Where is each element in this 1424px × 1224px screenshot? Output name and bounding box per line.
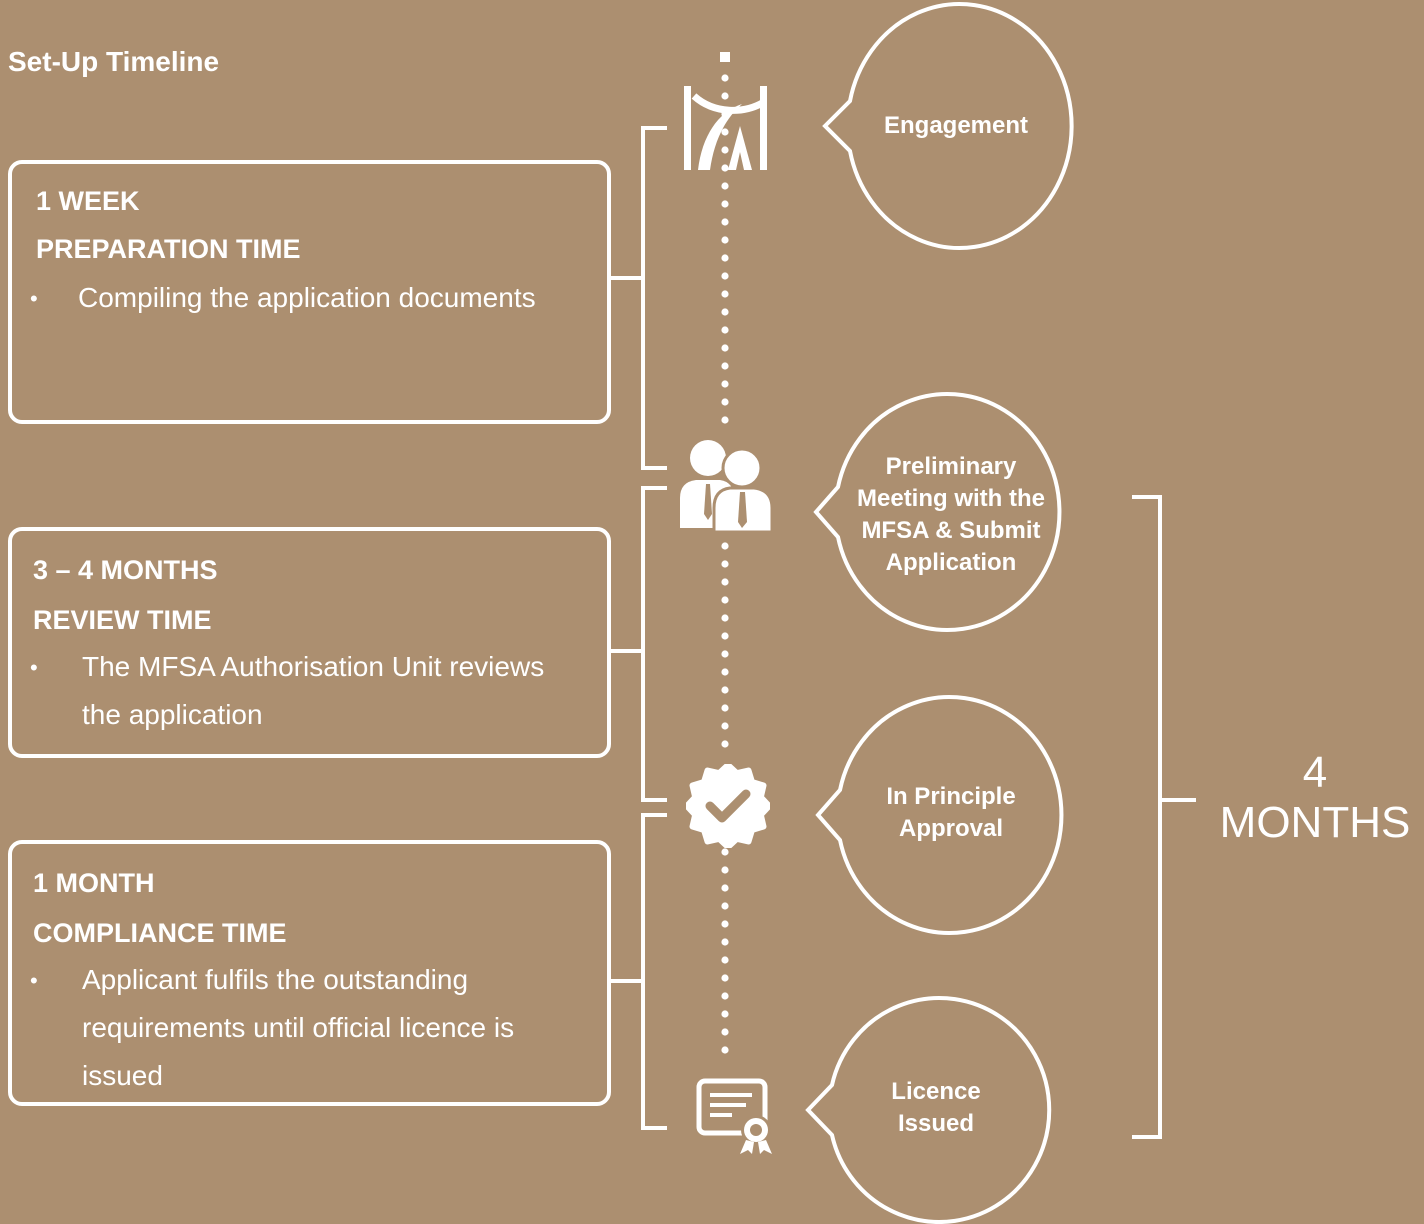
timeline-dot [721,92,729,100]
timeline-dot [721,398,729,406]
timeline-dot [721,578,729,586]
phase-description: Compiling the application documents [78,282,536,313]
timeline-dot [721,650,729,658]
timeline-dot [721,236,729,244]
timeline-dot [721,614,729,622]
phase-box-review: 3 – 4 MONTHS REVIEW TIME • The MFSA Auth… [8,527,611,758]
bullet: • [30,968,38,993]
timeline-dot [721,920,729,928]
timeline-dots [720,52,730,1054]
phase-description: Applicant fulfils the outstanding requir… [82,964,515,1091]
timeline-dot [721,416,729,424]
timeline-dot [721,974,729,982]
timeline-dot [721,146,729,154]
timeline-dot [721,272,729,280]
connector-bracket [641,486,667,802]
timeline-dot [721,326,729,334]
total-unit: MONTHS [1219,798,1411,847]
timeline-dot [721,668,729,676]
phase-label: COMPLIANCE TIME [33,918,287,948]
timeline-dot [721,362,729,370]
timeline-dot [721,704,729,712]
timeline-dot [721,866,729,874]
bullet: • [30,655,38,680]
total-duration: 4 MONTHS [1200,748,1424,848]
timeline-dot [721,380,729,388]
timeline-dot [721,182,729,190]
timeline-dot [721,290,729,298]
timeline-dot [721,992,729,1000]
timeline-dot [721,632,729,640]
phase-box-preparation: 1 WEEK PREPARATION TIME • Compiling the … [8,160,611,424]
phase-description: The MFSA Authorisation Unit reviews the … [82,651,545,730]
milestone-bubble [815,695,1064,935]
timeline-dot [721,128,729,136]
timeline-dot [721,740,729,748]
timeline-dot [721,254,729,262]
timeline-dot [721,596,729,604]
bullet: • [30,286,38,311]
phase-duration: 1 WEEK [36,186,140,216]
timeline-dot [721,542,729,550]
timeline-dot [721,1028,729,1036]
milestone-label: Engagement [883,112,1029,139]
logo-icon [684,86,767,170]
connector-bracket [641,813,667,1130]
timeline-dot [721,938,729,946]
phase-label: PREPARATION TIME [36,234,301,264]
total-bracket [1132,495,1162,1139]
connector-bracket [641,126,667,470]
timeline-dot [721,164,729,172]
milestone-bubble [813,392,1062,632]
timeline-dot [721,848,729,856]
phase-label: REVIEW TIME [33,605,212,635]
timeline-dot [721,686,729,694]
timeline-dot [721,560,729,568]
timeline-dot [721,1010,729,1018]
phase-box-compliance: 1 MONTH COMPLIANCE TIME • Applicant fulf… [8,840,611,1106]
timeline-dot [721,308,729,316]
page-title: Set-Up Timeline [8,46,220,77]
timeline-dot [721,1046,729,1054]
milestone-bubble [822,2,1074,250]
total-number: 4 [1302,748,1328,797]
badge-check-icon [686,764,770,848]
timeline-dot [721,200,729,208]
timeline-dot [721,902,729,910]
phase-duration: 1 MONTH [33,868,155,898]
timeline-dot [721,344,729,352]
timeline-dot [721,218,729,226]
timeline-dot [721,74,729,82]
certificate-icon [696,1078,772,1154]
milestone-bubble [805,996,1052,1224]
people-icon [680,440,774,532]
phase-duration: 3 – 4 MONTHS [33,555,218,585]
timeline-dot [721,722,729,730]
timeline-dot [721,884,729,892]
timeline-dot [721,956,729,964]
